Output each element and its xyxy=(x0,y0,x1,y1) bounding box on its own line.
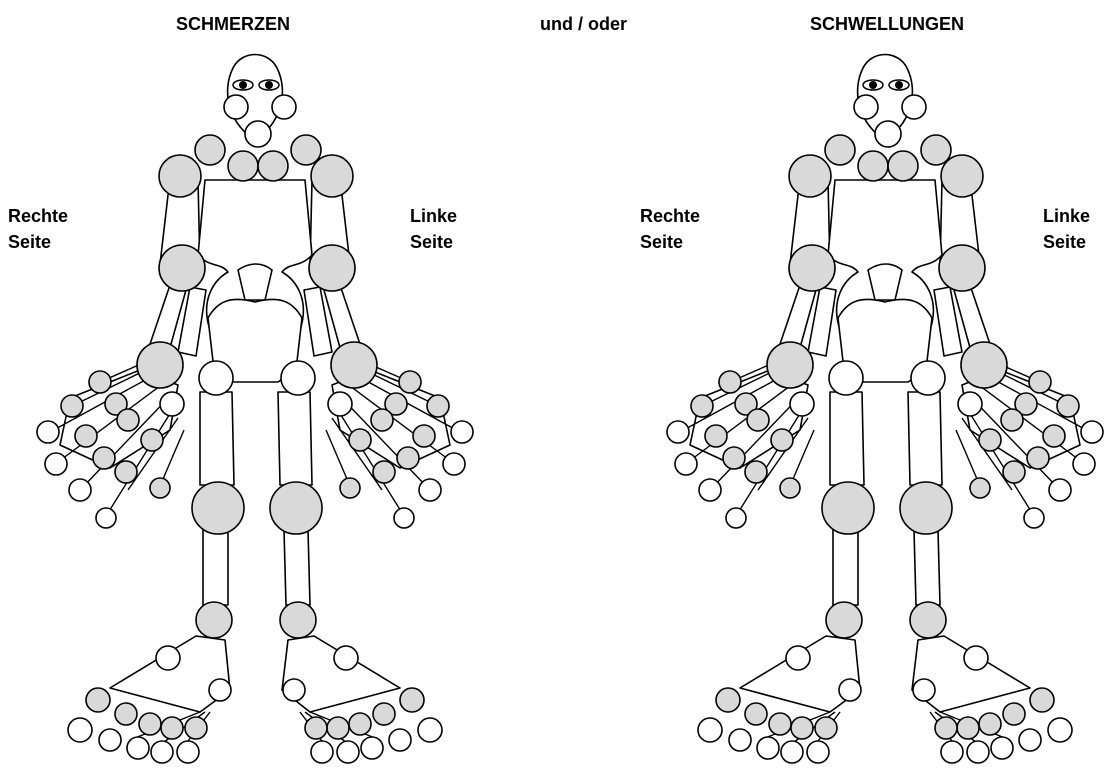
pain-figure xyxy=(37,55,473,764)
swelling-figure xyxy=(667,55,1103,764)
